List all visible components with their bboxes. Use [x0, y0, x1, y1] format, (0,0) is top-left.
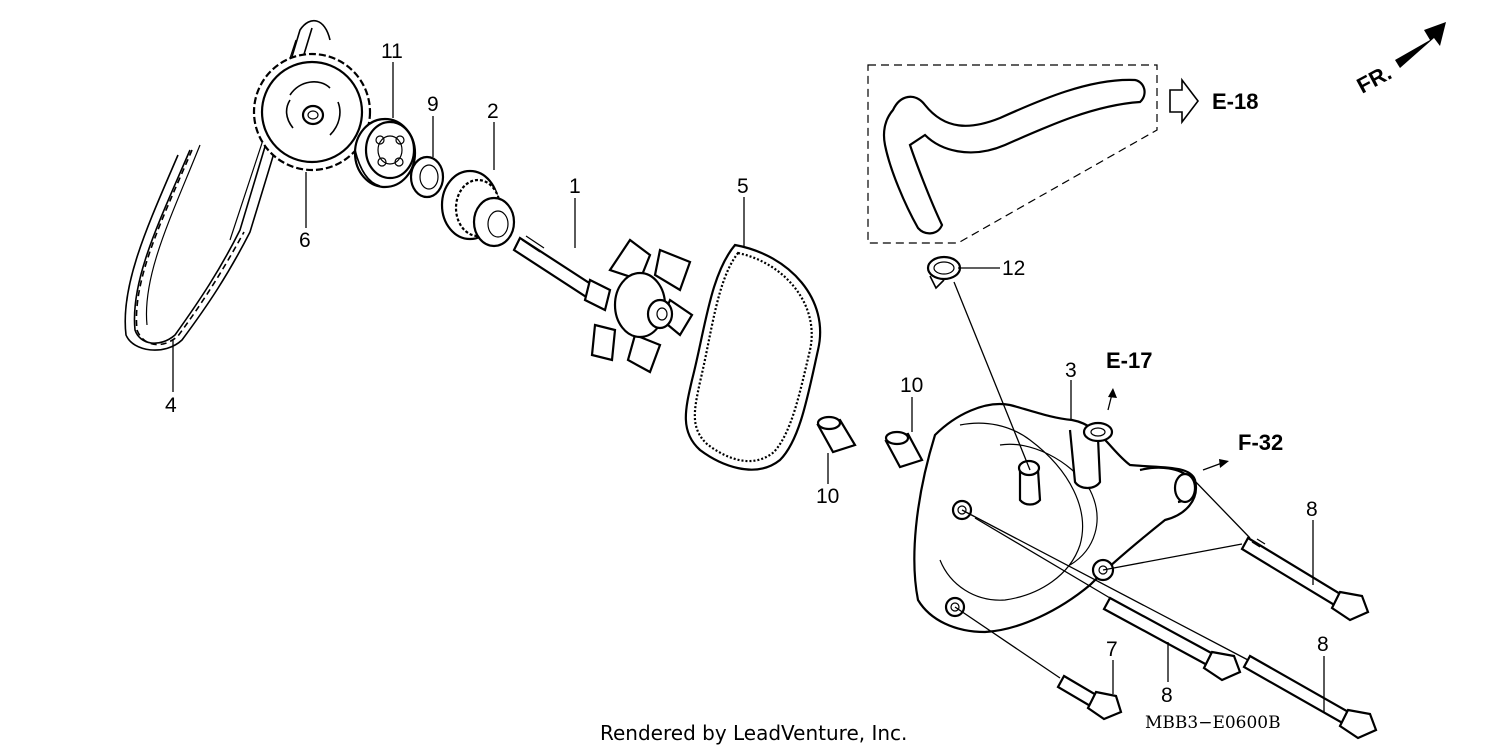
impeller-shaft: [512, 235, 694, 374]
direction-label: FR.: [1353, 60, 1396, 99]
callout-3: 3: [1065, 359, 1077, 382]
bearing-large: [353, 117, 417, 189]
callout-1: 1: [569, 175, 581, 198]
chain-links: [135, 149, 245, 346]
bolt-8-upper: [1240, 536, 1370, 622]
callout-10-upper: 10: [900, 374, 923, 397]
direction-indicator: FR.: [1353, 22, 1446, 98]
dowel-pin-right: [884, 430, 924, 469]
callout-6: 6: [299, 229, 311, 252]
callout-8-lower: 8: [1317, 633, 1329, 656]
callout-7: 7: [1106, 638, 1118, 661]
diagram-code: MBB3−E0600B: [1145, 713, 1281, 733]
oil-seal: [409, 155, 445, 199]
arrow-up-right-icon: [1395, 22, 1446, 68]
bolt-7: [1056, 674, 1123, 721]
ref-e18: E-18: [1212, 89, 1258, 114]
callout-8-upper: 8: [1306, 498, 1318, 521]
credit-text: Rendered by LeadVenture, Inc.: [600, 721, 907, 745]
bolt-8-middle: [1102, 596, 1242, 682]
callout-10-lower: 10: [816, 485, 839, 508]
callout-5: 5: [737, 175, 749, 198]
bolt-8-lower: [1242, 654, 1378, 740]
callout-4: 4: [165, 394, 177, 417]
ref-e17: E-17: [1106, 348, 1152, 373]
mechanical-seal: [440, 169, 516, 248]
callout-2: 2: [487, 100, 499, 123]
cam-chain: [124, 19, 331, 351]
callout-8-middle: 8: [1161, 684, 1173, 707]
callout-leaders: [172, 62, 1325, 712]
callout-9: 9: [427, 93, 439, 116]
water-hose-group: E-18: [867, 64, 1258, 244]
ref-f32-marker: F-32: [1202, 430, 1283, 471]
callout-11: 11: [381, 40, 403, 63]
alignment-lines: [953, 281, 1251, 679]
hollow-arrow-right-icon: [1169, 77, 1200, 125]
drive-sprocket: [252, 52, 372, 172]
o-ring: [684, 243, 822, 471]
callout-12: 12: [1002, 257, 1025, 280]
ref-f32: F-32: [1238, 430, 1283, 455]
ref-e17-marker: E-17: [1106, 348, 1152, 411]
dowel-pin-left: [816, 415, 857, 454]
water-pump-cover: [913, 402, 1198, 634]
